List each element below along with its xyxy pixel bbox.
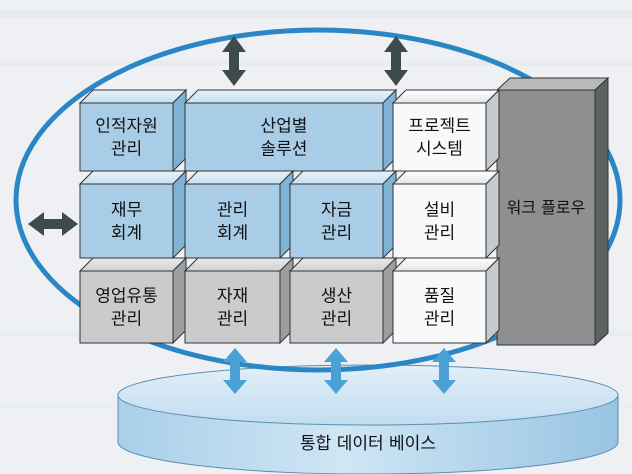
db-arrow-2 [324, 348, 348, 394]
connector-arrow-left [28, 212, 78, 236]
database-label: 통합 데이터 베이스 [300, 434, 436, 454]
module-workflow: 워크 플로우 [495, 76, 610, 347]
db-arrow-1 [223, 348, 247, 394]
connector-arrow-top-right [384, 36, 408, 86]
integrated-database: 통합 데이터 베이스 [117, 364, 619, 474]
workflow-label: 워크 플로우 [507, 198, 586, 217]
connector-arrow-top-left [222, 36, 246, 86]
integration-ellipse [13, 27, 623, 373]
db-arrow-3 [432, 348, 456, 394]
